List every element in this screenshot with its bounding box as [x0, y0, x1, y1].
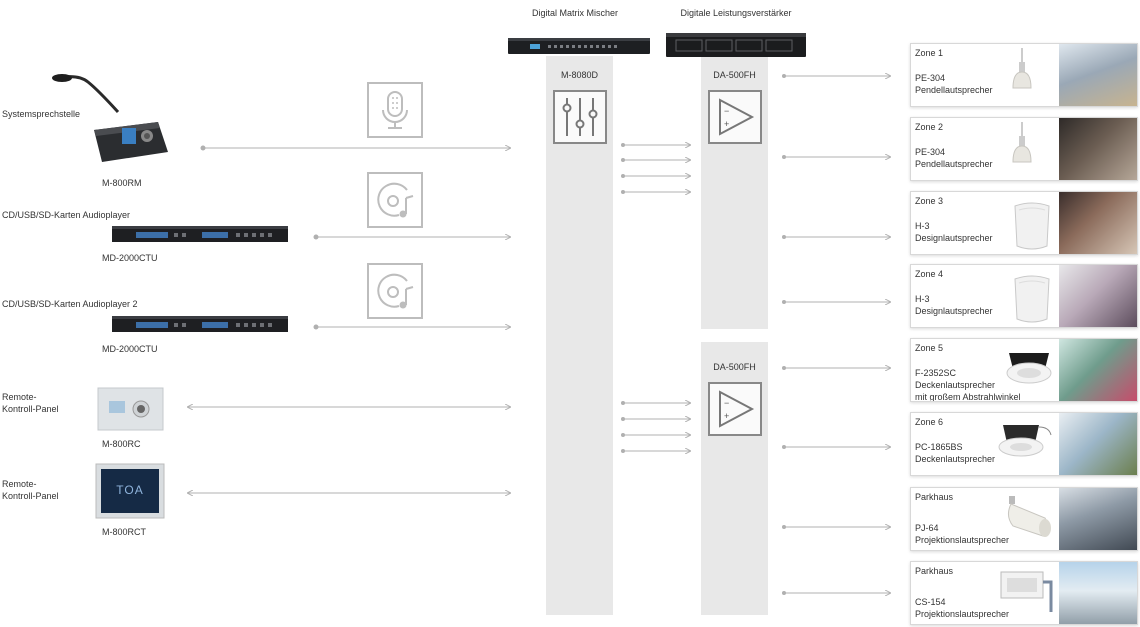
amplifier-icon: − + [708, 382, 762, 436]
audio-player-image [112, 314, 288, 334]
source-title-line2: Kontroll-Panel [2, 404, 59, 414]
zone-model: F-2352SC [915, 368, 957, 378]
pendant-speaker-icon [1012, 122, 1032, 163]
zone-description: Pendellautsprecher [915, 159, 993, 169]
zone-description: Pendellautsprecher [915, 85, 993, 95]
zone-photo [1059, 118, 1137, 180]
amplifier-rack-device [666, 32, 806, 58]
zone-model: PC-1865BS [915, 442, 963, 452]
zone-card[interactable]: Parkhaus CS-154 Projektionslautsprecher [910, 561, 1138, 625]
music-disc-icon [367, 172, 423, 228]
source-model: M-800RCT [102, 527, 147, 537]
mixer-fader-icon [553, 90, 607, 144]
amp1-model-label: DA-500FH [713, 70, 756, 80]
source-title: CD/USB/SD-Karten Audioplayer [2, 210, 131, 220]
source-model: M-800RC [102, 439, 141, 449]
zone-model: CS-154 [915, 597, 946, 607]
zone-description: Projektionslautsprecher [915, 609, 1010, 619]
source-title: CD/USB/SD-Karten Audioplayer 2 [2, 299, 138, 309]
projection-speaker-icon [1007, 496, 1051, 537]
amplifier-header: Digitale Leistungsverstärker [680, 8, 792, 18]
zone-photo [1059, 44, 1137, 106]
zone-photo [1059, 413, 1137, 475]
mixer-model-label: M-8080D [560, 70, 598, 80]
svg-text:+: + [724, 411, 729, 421]
source-title-line2: Kontroll-Panel [2, 491, 59, 501]
ceiling-speaker-icon [1006, 353, 1052, 384]
source-model: MD-2000CTU [102, 344, 158, 354]
source-title: Systemsprechstelle [2, 109, 81, 119]
source-title-line1: Remote- [2, 479, 37, 489]
zone-description-extra: mit großem Abstrahlwinkel [915, 392, 1021, 402]
zone-name: Parkhaus [915, 492, 954, 502]
zone-photo [1059, 339, 1137, 401]
music-disc-icon [367, 263, 423, 319]
zone-card[interactable]: Zone 1 PE-304 Pendellautsprecher [910, 43, 1138, 107]
zone-name: Zone 2 [915, 122, 944, 132]
microphone-icon [367, 82, 423, 138]
zone-model: PE-304 [915, 73, 946, 83]
amp2-model-label: DA-500FH [713, 362, 756, 372]
design-speaker-icon [1014, 202, 1050, 250]
zone-name: Zone 1 [915, 48, 944, 58]
zone-name: Parkhaus [915, 566, 954, 576]
zone-photo [1059, 562, 1137, 624]
touch-panel-image: TOA [95, 463, 165, 519]
zone-photo [1059, 488, 1137, 550]
ceiling-speaker-icon [998, 425, 1052, 457]
mixer-header: Digital Matrix Mischer [531, 8, 618, 18]
zone-card[interactable]: Parkhaus PJ-64 Projektionslautsprecher [910, 487, 1138, 551]
zone-card[interactable]: Zone 6 PC-1865BS Deckenlautsprecher [910, 412, 1138, 476]
source-model: MD-2000CTU [102, 253, 158, 263]
svg-text:−: − [724, 398, 729, 408]
mixer-column [546, 56, 613, 615]
pendant-speaker-icon [1012, 48, 1032, 89]
paging-console-image [50, 72, 175, 167]
zone-card[interactable]: Zone 2 PE-304 Pendellautsprecher [910, 117, 1138, 181]
zone-name: Zone 4 [915, 269, 944, 279]
mixer-rack-device [508, 36, 650, 56]
source-model: M-800RM [102, 178, 142, 188]
horn-speaker-icon [1000, 571, 1053, 612]
audio-player-image [112, 224, 288, 244]
svg-text:+: + [724, 119, 729, 129]
zone-card[interactable]: Zone 4 H-3 Designlautsprecher [910, 264, 1138, 328]
zone-description: Deckenlautsprecher [915, 454, 996, 464]
source-title-line1: Remote- [2, 392, 37, 402]
zone-model: PJ-64 [915, 523, 939, 533]
zone-name: Zone 3 [915, 196, 944, 206]
zone-description: Projektionslautsprecher [915, 535, 1010, 545]
amplifier-icon: − + [708, 90, 762, 144]
design-speaker-icon [1014, 275, 1050, 323]
zone-card[interactable]: Zone 5 F-2352SC Deckenlautsprecher mit g… [910, 338, 1138, 402]
zone-description: Designlautsprecher [915, 306, 993, 316]
zone-description: Designlautsprecher [915, 233, 993, 243]
remote-panel-image [97, 387, 164, 431]
zone-photo [1059, 265, 1137, 327]
zone-photo [1059, 192, 1137, 254]
zone-description: Deckenlautsprecher [915, 380, 996, 390]
zone-card[interactable]: Zone 3 H-3 Designlautsprecher [910, 191, 1138, 255]
zone-model: H-3 [915, 294, 930, 304]
touch-panel-screen-text: TOA [116, 483, 144, 497]
zone-model: PE-304 [915, 147, 946, 157]
zone-model: H-3 [915, 221, 930, 231]
zone-name: Zone 5 [915, 343, 944, 353]
zone-name: Zone 6 [915, 417, 944, 427]
svg-text:−: − [724, 106, 729, 116]
